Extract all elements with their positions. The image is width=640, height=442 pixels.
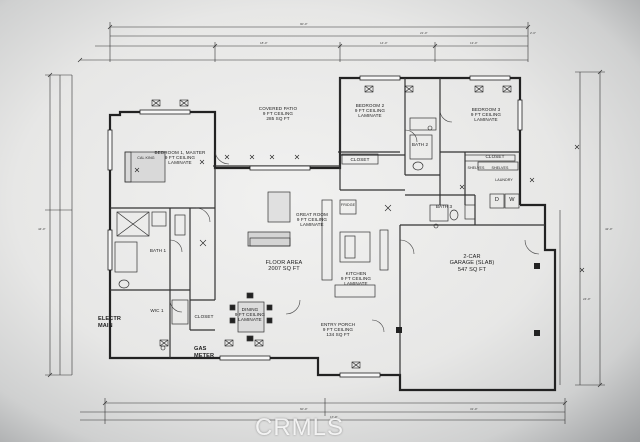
garage-label: 2-CAR GARAGE (SLAB) 547 SQ FT — [449, 254, 495, 273]
cal-king-label: CAL KING — [137, 156, 155, 160]
shelves-b-label: SHELVES — [491, 166, 509, 170]
svg-text:31'-0": 31'-0" — [470, 407, 478, 411]
svg-text:13'-0": 13'-0" — [470, 41, 478, 45]
bedroom-2-label: BEDROOM 2 9 FT CEILING LAMINATE — [354, 103, 386, 119]
garage-pillars — [396, 263, 540, 336]
svg-text:60'-0": 60'-0" — [300, 407, 308, 411]
bedroom-3-label: BEDROOM 3 9 FT CEILING LAMINATE — [470, 107, 502, 123]
fridge-box — [339, 199, 357, 215]
closet-wic-label: CLOSET — [194, 314, 214, 319]
washer-label: W — [509, 197, 515, 203]
dimension-ticks — [47, 24, 603, 406]
bath-1-label: BATH 1 — [149, 248, 167, 253]
bath1-tub — [114, 241, 138, 273]
fridge-label: FRIDGE — [340, 203, 356, 207]
electrical-symbols — [134, 125, 585, 351]
closet-right-label: CLOSET — [485, 154, 505, 159]
shelves-a-label: SHELVES — [467, 166, 485, 170]
bath1-shower — [116, 211, 150, 237]
dryer-label: D — [494, 197, 500, 203]
kitchen-label: KITCHEN 9 FT CEILING LAMINATE — [340, 271, 372, 287]
bath-3-label: BATH 3 — [435, 204, 453, 209]
laundry-label: LAUNDRY — [495, 178, 513, 182]
dining-table — [237, 301, 265, 333]
door-swings — [169, 109, 540, 333]
bath-2-label: BATH 2 — [411, 142, 429, 147]
floor-area-label: FLOOR AREA 2007 SQ FT — [265, 260, 303, 273]
electrical-main-label: ELECTR MAIN — [98, 316, 121, 329]
dining-label: DINING 9 FT CEILING LAMINATE — [234, 307, 266, 323]
entry-porch-label: ENTRY PORCH 9 FT CEILING 134 SQ FT — [320, 322, 356, 338]
kitchen-island — [339, 231, 371, 263]
master-bedroom-label: BEDROOM 1, MASTER 9 FT CEILING LAMINATE — [154, 150, 206, 166]
svg-text:18'-0": 18'-0" — [260, 41, 268, 45]
crmls-watermark: CRMLS — [255, 414, 345, 441]
svg-text:17'-0": 17'-0" — [330, 415, 338, 419]
washer-box — [504, 193, 520, 209]
dimension-text: 90'-0" 21'-0" 2'-0" 18'-0" 14'-0" 13'-0" 60'… — [38, 22, 613, 419]
closet-center-label: CLOSET — [350, 157, 370, 162]
sofa — [247, 231, 291, 247]
exterior-walls — [108, 76, 557, 392]
svg-text:14'-0": 14'-0" — [380, 41, 388, 45]
gas-meter-label: GAS METER — [194, 346, 215, 359]
svg-text:90'-0": 90'-0" — [300, 22, 308, 26]
svg-text:24'-0": 24'-0" — [583, 297, 591, 301]
svg-text:44'-0": 44'-0" — [38, 227, 46, 231]
svg-text:21'-0": 21'-0" — [420, 31, 428, 35]
svg-text:2'-0": 2'-0" — [530, 31, 536, 35]
wic-1-label: WIC 1 — [150, 308, 164, 313]
dryer-box — [489, 193, 505, 209]
great-room-label: GREAT ROOM 9 FT CEILING LAMINATE — [296, 212, 328, 228]
covered-patio-label: COVERED PATIO 9 FT CEILING 285 SQ FT — [258, 106, 298, 122]
svg-text:42'-0": 42'-0" — [605, 227, 613, 231]
window-tags — [151, 85, 512, 369]
windows — [107, 75, 523, 378]
fixtures — [114, 117, 520, 342]
